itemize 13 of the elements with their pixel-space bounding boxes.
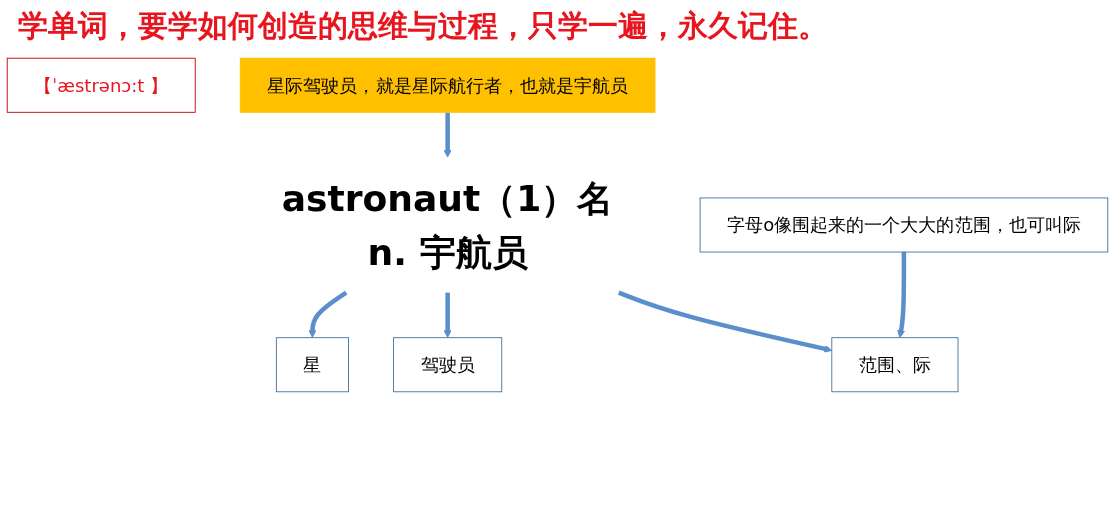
node-box: 星 — [275, 337, 349, 393]
arrow — [897, 252, 907, 339]
node-box: 驾驶员 — [393, 337, 503, 393]
node-box: 星际驾驶员，就是星际航行者，也就是宇航员 — [239, 57, 656, 113]
arrow — [308, 290, 348, 339]
node-box: 【ˈæstrənɔ:t 】 — [6, 57, 196, 113]
node-box: 字母o像围起来的一个大大的范围，也可叫际 — [699, 197, 1109, 253]
title: 学单词，要学如何创造的思维与过程，只学一遍，永久记住。 — [18, 7, 829, 45]
arrow — [443, 112, 452, 158]
arrow — [443, 292, 452, 339]
node-text: astronaut（1）名n. 宇航员 — [281, 177, 614, 273]
arrow — [617, 290, 833, 353]
node-box: 范围、际 — [831, 337, 959, 393]
